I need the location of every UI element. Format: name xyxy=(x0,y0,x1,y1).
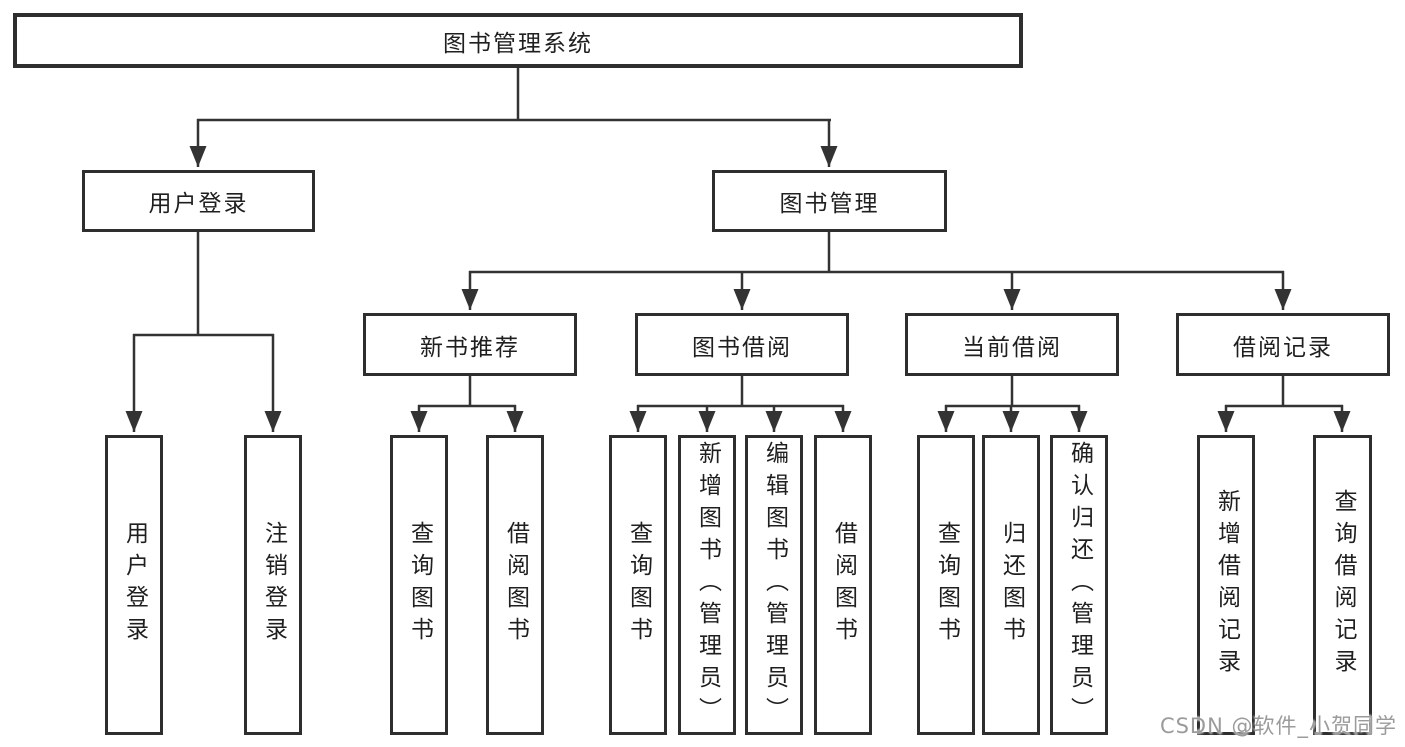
connector-user-login-children xyxy=(125,232,282,432)
connector-leaf-groups xyxy=(410,376,1351,432)
leaf-query-borrow-record: 查询借阅记录 xyxy=(1313,435,1372,735)
leaf-borrow-books-recommendation: 借阅图书 xyxy=(486,435,544,735)
leaf-query-books-recommendation: 查询图书 xyxy=(390,435,448,735)
connector-root-to-level1 xyxy=(189,68,838,167)
connector-book-management-children xyxy=(461,232,1292,310)
leaf-return-books: 归还图书 xyxy=(982,435,1040,735)
leaf-add-borrow-record: 新增借阅记录 xyxy=(1197,435,1255,735)
node-library-system: 图书管理系统 xyxy=(13,13,1023,68)
node-new-book-recommendation: 新书推荐 xyxy=(363,313,577,376)
node-current-borrowing: 当前借阅 xyxy=(905,313,1119,376)
csdn-watermark: CSDN @软件_小贺同学 xyxy=(1159,714,1397,738)
leaf-edit-books-admin: 编辑图书（管理员） xyxy=(745,435,803,735)
leaf-query-books-borrowing: 查询图书 xyxy=(609,435,667,735)
leaf-confirm-return-admin: 确认归还（管理员） xyxy=(1050,435,1108,735)
node-borrowing-records: 借阅记录 xyxy=(1176,313,1390,376)
leaf-add-books-admin: 新增图书（管理员） xyxy=(678,435,736,735)
leaf-borrow-books-borrowing: 借阅图书 xyxy=(814,435,872,735)
node-user-login: 用户登录 xyxy=(82,170,315,232)
leaf-query-books-current: 查询图书 xyxy=(917,435,975,735)
node-book-management: 图书管理 xyxy=(712,170,947,232)
leaf-logout-login: 注销登录 xyxy=(244,435,302,735)
leaf-user-login: 用户登录 xyxy=(105,435,163,735)
node-book-borrowing: 图书借阅 xyxy=(635,313,849,376)
